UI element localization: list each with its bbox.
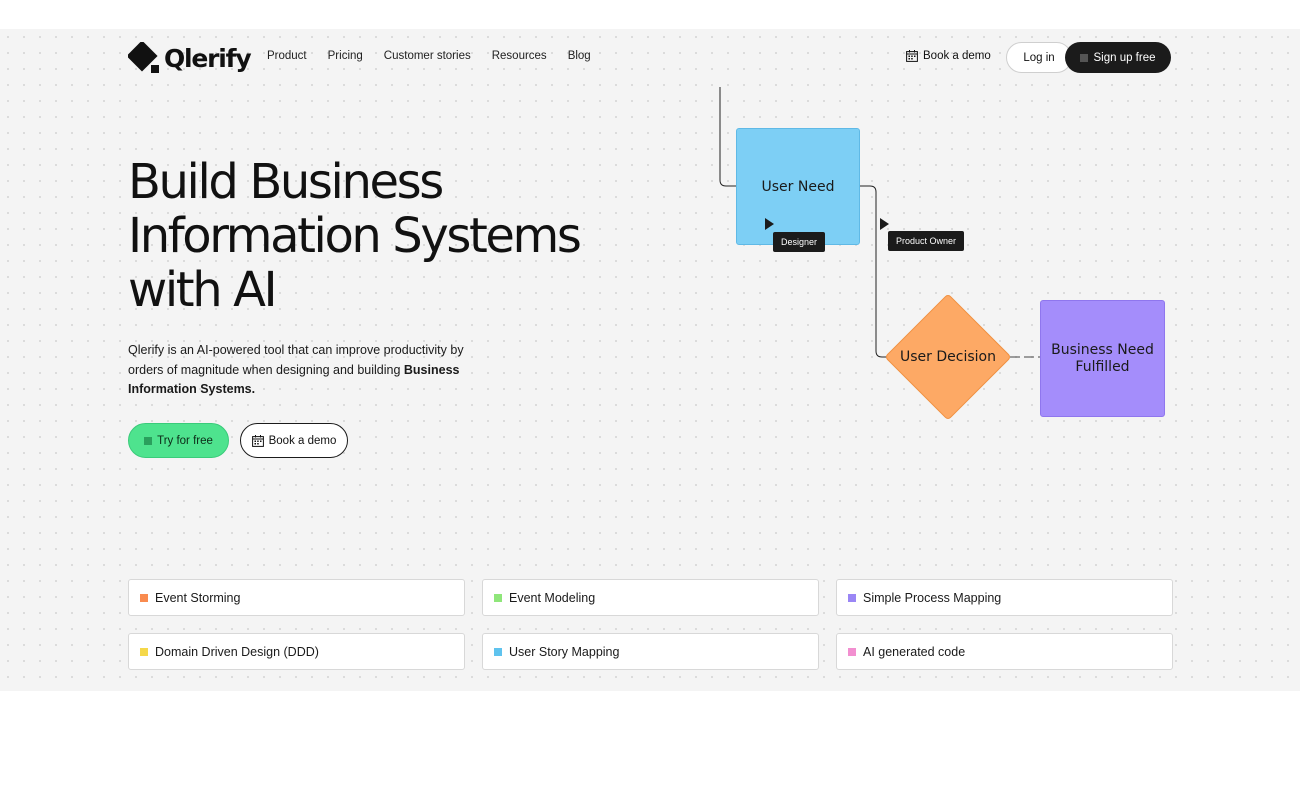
cursor-label-product-owner: Product Owner: [888, 231, 965, 251]
method-card-event-modeling[interactable]: Event Modeling: [482, 579, 819, 616]
brand-logo[interactable]: Qlerify: [126, 40, 252, 74]
yellow-square-icon: [140, 647, 148, 656]
method-label: AI generated code: [863, 644, 966, 659]
nav-customer-stories[interactable]: Customer stories: [383, 50, 471, 62]
nav-pricing[interactable]: Pricing: [327, 50, 363, 62]
method-label: Domain Driven Design (DDD): [155, 644, 319, 659]
method-card-simple-process-mapping[interactable]: Simple Process Mapping: [836, 579, 1173, 616]
hero-title-line-1: Build Business: [128, 154, 444, 210]
cursor-label-designer: Designer: [773, 232, 826, 252]
cursor-pointer-icon: [880, 218, 889, 230]
diagram-node-business-need[interactable]: Business Need Fulfilled: [1040, 300, 1165, 417]
blue-square-icon: [494, 647, 502, 656]
hero-description: Qlerify is an AI-powered tool that can i…: [128, 341, 498, 400]
nav-blog[interactable]: Blog: [567, 50, 591, 62]
method-card-event-storming[interactable]: Event Storming: [128, 579, 465, 616]
signup-label: Sign up free: [1093, 51, 1156, 64]
book-demo-button[interactable]: Book a demo: [240, 423, 348, 458]
login-label: Log in: [1023, 51, 1055, 64]
hero-title-line-2: Information Systems: [128, 208, 582, 264]
purple-square-icon: [848, 593, 856, 602]
login-button[interactable]: Log in: [1006, 42, 1072, 73]
green-square-icon: [494, 593, 502, 602]
method-card-ddd[interactable]: Domain Driven Design (DDD): [128, 633, 465, 670]
book-demo-label: Book a demo: [268, 434, 337, 447]
hero-description-text: Qlerify is an AI-powered tool that can i…: [128, 343, 464, 377]
diagram-node-user-decision: User Decision: [900, 348, 996, 365]
brand-name: Qlerify: [164, 43, 252, 73]
calendar-icon: [251, 434, 264, 447]
nav-book-demo-label: Book a demo: [923, 50, 991, 62]
method-label: Simple Process Mapping: [863, 590, 1002, 605]
square-icon: [144, 436, 153, 445]
orange-square-icon: [140, 593, 148, 602]
hero-description-bold: Business Information Systems.: [128, 362, 460, 397]
diagram-connectors: [719, 87, 1040, 358]
process-diagram: User Need User Decision Business Need Fu…: [700, 85, 1180, 430]
cursor-pointer-icon: [765, 218, 774, 230]
methods-grid: Event Storming Event Modeling Simple Pro…: [128, 579, 1173, 670]
square-icon: [1080, 53, 1089, 62]
logo-diamond-icon: [126, 40, 160, 74]
main-nav: Product Pricing Customer stories Resourc…: [267, 50, 591, 62]
nav-product[interactable]: Product: [267, 50, 307, 62]
nav-book-demo-link[interactable]: Book a demo: [906, 50, 991, 62]
signup-button[interactable]: Sign up free: [1065, 42, 1171, 73]
method-label: Event Modeling: [509, 590, 596, 605]
pink-square-icon: [848, 647, 856, 656]
method-card-ai-generated-code[interactable]: AI generated code: [836, 633, 1173, 670]
nav-resources[interactable]: Resources: [491, 50, 547, 62]
method-label: Event Storming: [155, 590, 241, 605]
hero-title-line-3: with AI: [128, 262, 278, 318]
method-label: User Story Mapping: [509, 644, 620, 659]
try-for-free-button[interactable]: Try for free: [128, 423, 229, 458]
method-card-user-story-mapping[interactable]: User Story Mapping: [482, 633, 819, 670]
try-for-free-label: Try for free: [157, 434, 213, 447]
calendar-icon: [906, 50, 918, 62]
diagram-node-user-need[interactable]: User Need: [736, 128, 860, 245]
hero-title: Build Business Information Systems with …: [128, 155, 688, 317]
